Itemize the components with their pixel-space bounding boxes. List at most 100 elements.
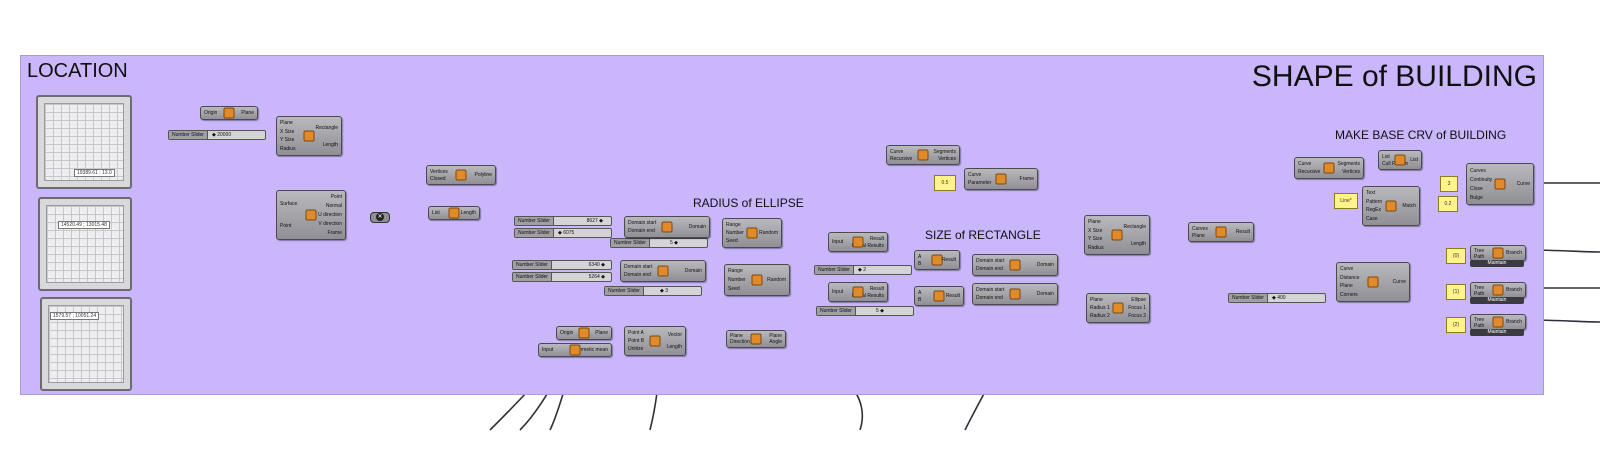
input-param[interactable]: Input [832,289,844,295]
input-param[interactable]: Plane [1192,232,1205,239]
input-param[interactable]: Distance [1340,274,1360,281]
input-param[interactable]: A [918,253,922,260]
output-param[interactable]: Normal [325,203,342,210]
number-slider-8[interactable]: Number Slider◆ 2 [814,265,912,275]
component-plane-origin[interactable]: Origin Plane [200,106,258,120]
input-param[interactable]: Radius [280,145,296,152]
output-param[interactable]: Plane [241,110,254,116]
output-param[interactable]: U direction [318,211,342,218]
input-param[interactable]: Recursive [1298,169,1321,175]
output-param[interactable]: Plane [769,333,782,339]
output-param[interactable]: Segments [1337,161,1360,167]
input-param[interactable]: Number [726,230,744,236]
point-viewer-3[interactable]: 1579.57 ; 10051.24 [40,297,132,391]
input-param[interactable]: Range [728,268,743,275]
input-param[interactable]: Path [1474,291,1485,297]
input-param[interactable]: Close [1470,185,1483,192]
output-param[interactable]: Length [666,344,682,350]
output-param[interactable]: Ellipse [1131,297,1146,303]
input-param[interactable]: Curve [1340,266,1354,273]
panel-bulge[interactable]: 0.2 [1438,196,1458,212]
input-param[interactable]: Plane [280,120,293,127]
input-param[interactable]: Text [1366,190,1376,197]
output-param[interactable]: Result [941,257,956,263]
output-param[interactable]: Result [1235,229,1250,235]
panel-continuity[interactable]: 3 [1440,176,1458,192]
input-param[interactable]: Point A [628,330,644,336]
output-param[interactable]: Vertices [1342,169,1360,175]
input-param[interactable]: Curves [1470,167,1486,174]
input-param[interactable]: Tree [1474,248,1485,254]
input-param[interactable]: RegEx [1366,207,1382,214]
input-param[interactable]: Path [1474,254,1485,260]
input-param[interactable]: B [918,296,922,303]
input-param[interactable]: Bulge [1470,194,1483,201]
output-param[interactable]: Domain [1036,291,1054,297]
panel-path-0[interactable]: {0} [1446,248,1466,264]
input-param[interactable]: Y Size [1088,236,1103,243]
output-param[interactable]: Branch [1506,319,1522,325]
input-param[interactable]: Closed [430,175,446,182]
input-param[interactable]: Input [832,239,844,245]
input-param[interactable]: Plane [1088,219,1101,226]
input-param[interactable]: Plane [1090,297,1103,303]
input-param[interactable]: List [432,210,440,216]
output-param[interactable]: V direction [318,220,342,227]
input-param[interactable]: Domain end [624,272,651,278]
output-param[interactable]: Partial Results [851,242,884,249]
input-param[interactable]: Path [1474,323,1485,329]
output-param[interactable]: Curve [1516,181,1530,187]
maintain-label[interactable]: Maintain [1470,297,1524,304]
output-param[interactable]: Focus 2 [1128,313,1146,319]
input-param[interactable]: Tree [1474,317,1485,323]
input-param[interactable]: Domain end [628,228,655,234]
output-param[interactable]: Focus 1 [1128,305,1146,311]
panel-path-2[interactable]: {2} [1446,317,1466,333]
output-param[interactable]: Branch [1506,250,1522,256]
output-param[interactable]: Point [330,194,342,201]
input-param[interactable]: X Size [280,128,295,135]
output-param[interactable]: Arithmetic mean [571,347,608,353]
number-slider-7[interactable]: Number Slider◆ 3 [604,286,702,296]
output-param[interactable]: Branch [1506,287,1522,293]
output-param[interactable]: Match [1402,203,1416,209]
input-param[interactable]: Corners [1340,291,1358,298]
number-slider-3[interactable]: Number Slider◆ 6075 [514,228,612,238]
input-param[interactable]: Origin [204,110,218,116]
input-param[interactable]: Recursive [890,155,913,162]
input-param[interactable]: Curves [1192,225,1208,232]
output-param[interactable]: Segments [933,148,956,155]
output-param[interactable]: Frame [1019,176,1034,182]
input-param[interactable]: Point B [628,338,645,344]
output-param[interactable]: Curve [1392,279,1406,285]
input-param[interactable]: Domain end [976,295,1003,301]
output-param[interactable]: Domain [688,224,706,230]
output-param[interactable]: Result [869,285,884,292]
input-param[interactable]: Y Size [280,137,295,144]
input-param[interactable]: Unitize [628,346,644,352]
input-param[interactable]: Plane [730,333,743,339]
input-param[interactable]: Surface [280,201,298,207]
panel-path-1[interactable]: {1} [1446,284,1466,300]
